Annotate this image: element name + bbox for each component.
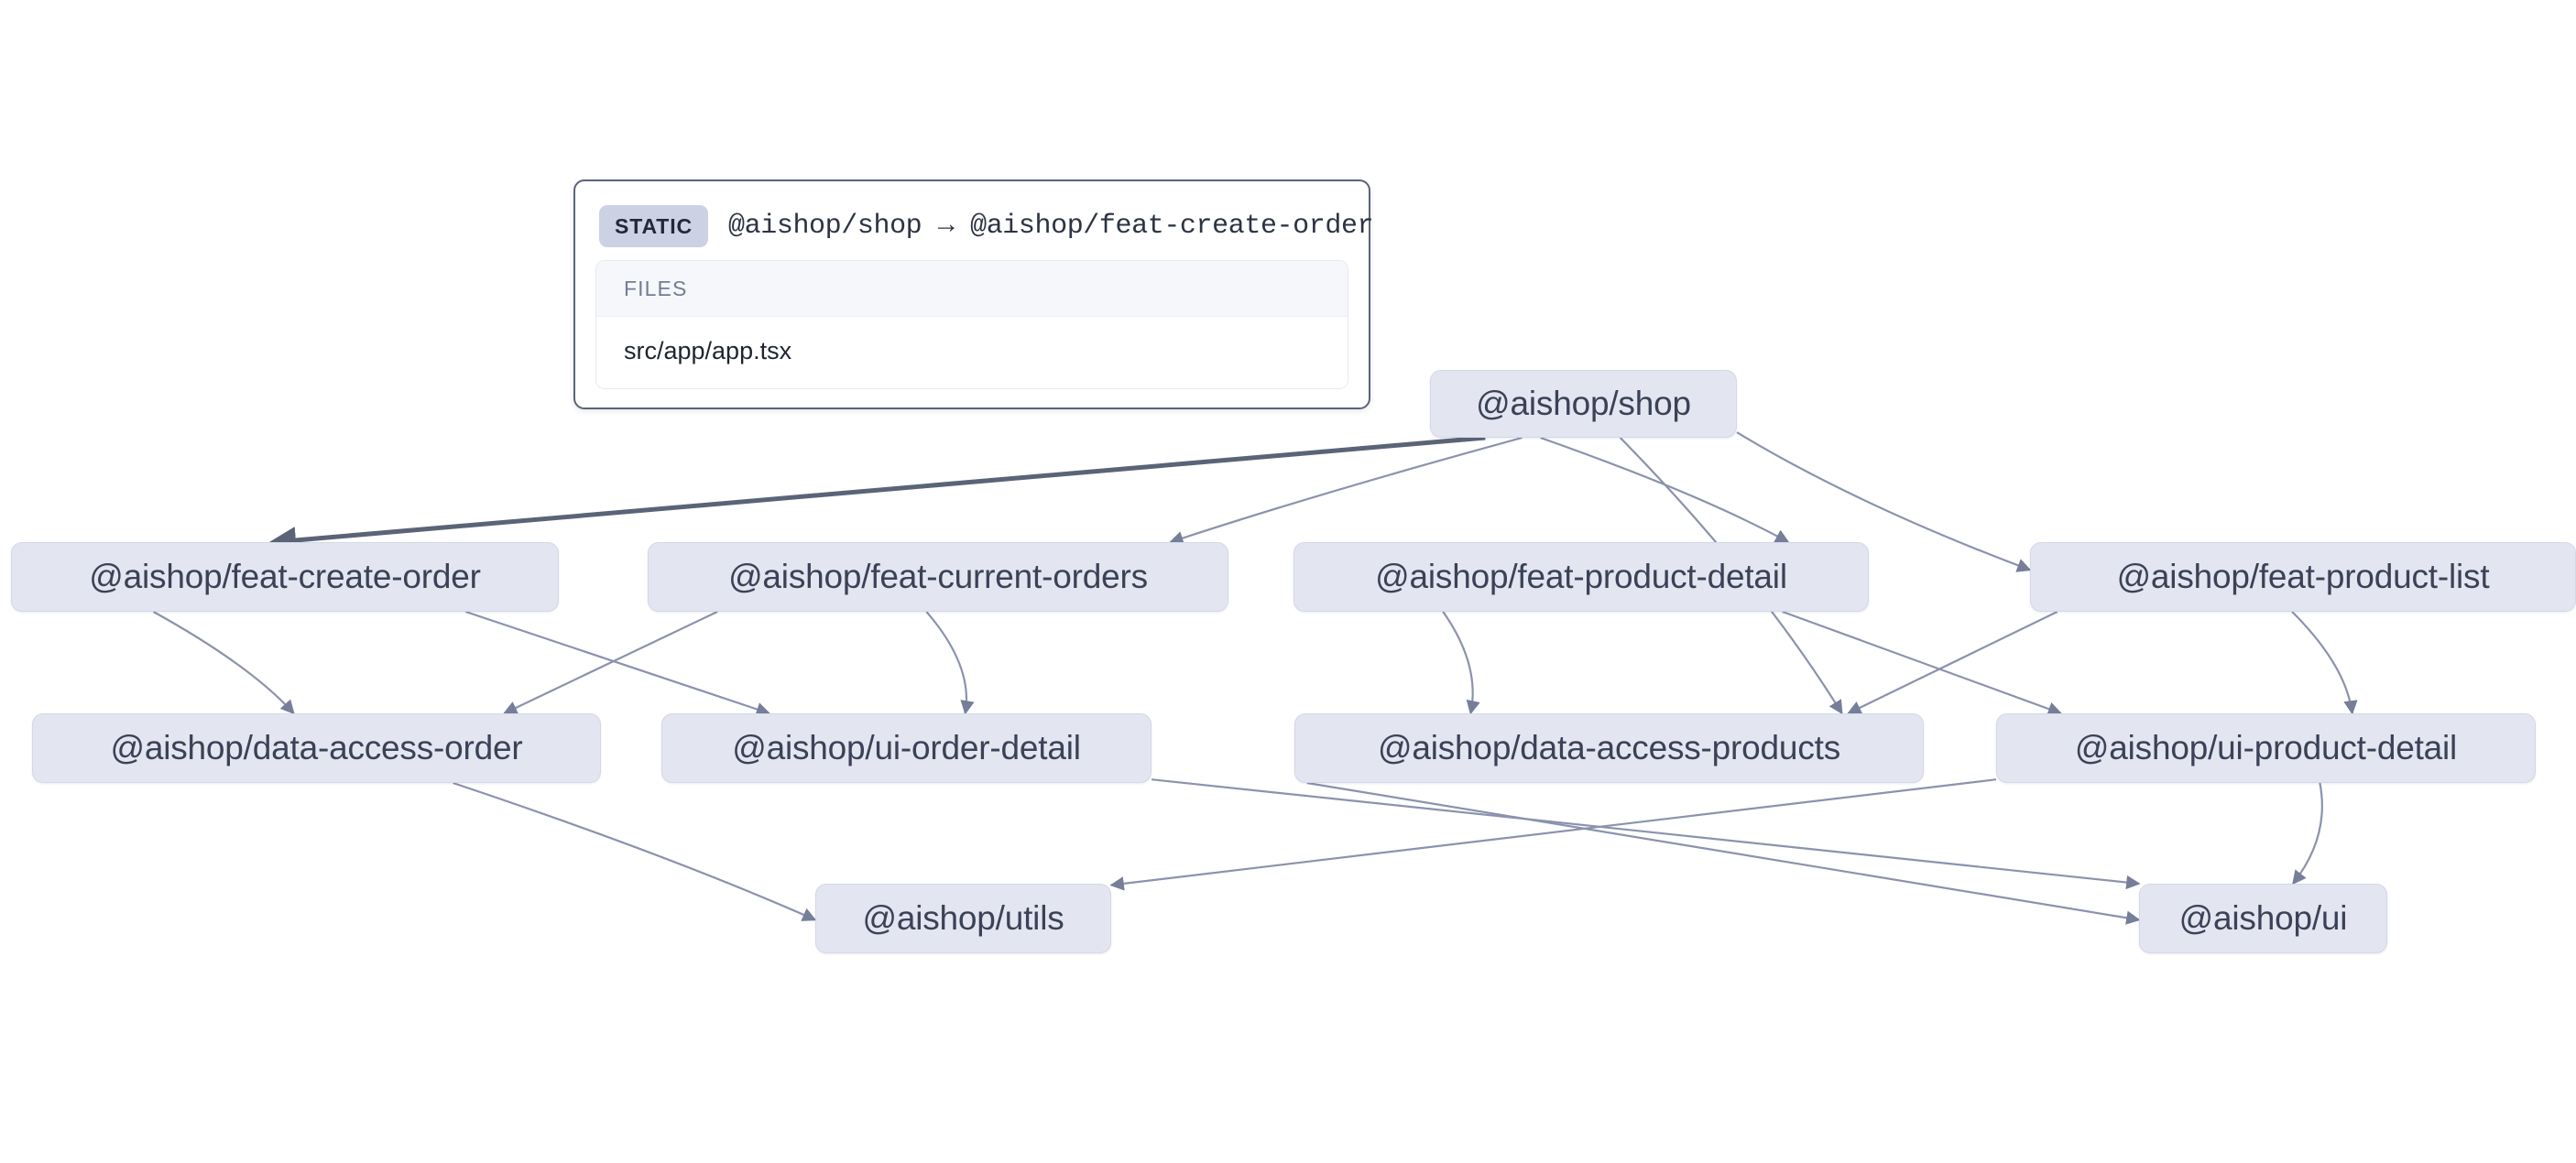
dependency-edge-shop-to-feat-product-detail[interactable] bbox=[1540, 436, 1790, 543]
files-section-header: FILES bbox=[596, 261, 1348, 317]
dependency-edge-ui-order-detail-to-ui[interactable] bbox=[1151, 778, 2141, 890]
dependency-edge-feat-current-orders-to-data-access-order[interactable] bbox=[503, 611, 718, 714]
dependency-edge-feat-product-list-to-ui-product-detail[interactable] bbox=[2291, 611, 2358, 715]
project-node-feat-current-orders[interactable]: @aishop/feat-current-orders bbox=[648, 542, 1228, 612]
dependency-edge-data-access-products-to-ui[interactable] bbox=[1306, 781, 2141, 925]
project-node-label: @aishop/shop bbox=[1476, 385, 1691, 422]
dependency-edge-feat-product-list-to-data-access-products[interactable] bbox=[1847, 611, 2058, 714]
project-node-label: @aishop/feat-product-list bbox=[2116, 558, 2490, 595]
dependency-edge-ui-product-detail-to-utils[interactable] bbox=[1109, 778, 1997, 891]
dependency-edge-feat-create-order-to-ui-order-detail[interactable] bbox=[464, 610, 771, 716]
dependency-edge-feat-create-order-to-data-access-order[interactable] bbox=[152, 611, 295, 715]
project-node-data-access-products[interactable]: @aishop/data-access-products bbox=[1294, 713, 1924, 783]
dependency-edge-shop-to-feat-create-order[interactable] bbox=[268, 435, 1486, 554]
project-node-label: @aishop/utils bbox=[862, 899, 1064, 937]
project-node-label: @aishop/feat-current-orders bbox=[728, 558, 1148, 595]
project-node-feat-product-list[interactable]: @aishop/feat-product-list bbox=[2030, 542, 2576, 612]
dependency-type-badge: STATIC bbox=[599, 205, 709, 247]
edge-detail-header: STATIC @aishop/shop → @aishop/feat-creat… bbox=[595, 198, 1374, 260]
edge-route-label: @aishop/shop → @aishop/feat-create-order bbox=[728, 211, 1374, 242]
project-node-feat-create-order[interactable]: @aishop/feat-create-order bbox=[11, 542, 559, 612]
edge-detail-panel[interactable]: STATIC @aishop/shop → @aishop/feat-creat… bbox=[573, 179, 1374, 409]
project-node-label: @aishop/ui-product-detail bbox=[2074, 729, 2458, 766]
dependency-edge-shop-to-feat-current-orders[interactable] bbox=[1169, 436, 1523, 545]
file-list-item[interactable]: src/app/app.tsx bbox=[596, 317, 1348, 388]
project-node-label: @aishop/ui bbox=[2178, 899, 2348, 937]
project-node-ui-product-detail[interactable]: @aishop/ui-product-detail bbox=[1996, 713, 2536, 783]
project-node-utils[interactable]: @aishop/utils bbox=[815, 884, 1111, 953]
project-node-data-access-order[interactable]: @aishop/data-access-order bbox=[32, 713, 601, 783]
project-node-shop[interactable]: @aishop/shop bbox=[1430, 370, 1737, 438]
dependency-edge-feat-product-detail-to-ui-product-detail[interactable] bbox=[1782, 610, 2063, 716]
project-node-label: @aishop/feat-create-order bbox=[89, 558, 481, 595]
dependency-edge-feat-current-orders-to-ui-order-detail[interactable] bbox=[925, 611, 975, 715]
dependency-edge-ui-product-detail-to-ui[interactable] bbox=[2292, 782, 2323, 886]
project-node-ui[interactable]: @aishop/ui bbox=[2139, 884, 2387, 953]
files-section: FILES src/app/app.tsx bbox=[595, 260, 1348, 389]
project-node-label: @aishop/data-access-order bbox=[110, 729, 523, 766]
dependency-edge-feat-product-detail-to-data-access-products[interactable] bbox=[1442, 611, 1480, 715]
project-node-feat-product-detail[interactable]: @aishop/feat-product-detail bbox=[1293, 542, 1869, 612]
project-node-label: @aishop/data-access-products bbox=[1378, 729, 1840, 766]
project-node-label: @aishop/ui-order-detail bbox=[732, 729, 1081, 766]
project-node-ui-order-detail[interactable]: @aishop/ui-order-detail bbox=[661, 713, 1152, 783]
project-node-label: @aishop/feat-product-detail bbox=[1375, 558, 1787, 595]
dependency-edge-data-access-order-to-utils[interactable] bbox=[453, 781, 817, 921]
